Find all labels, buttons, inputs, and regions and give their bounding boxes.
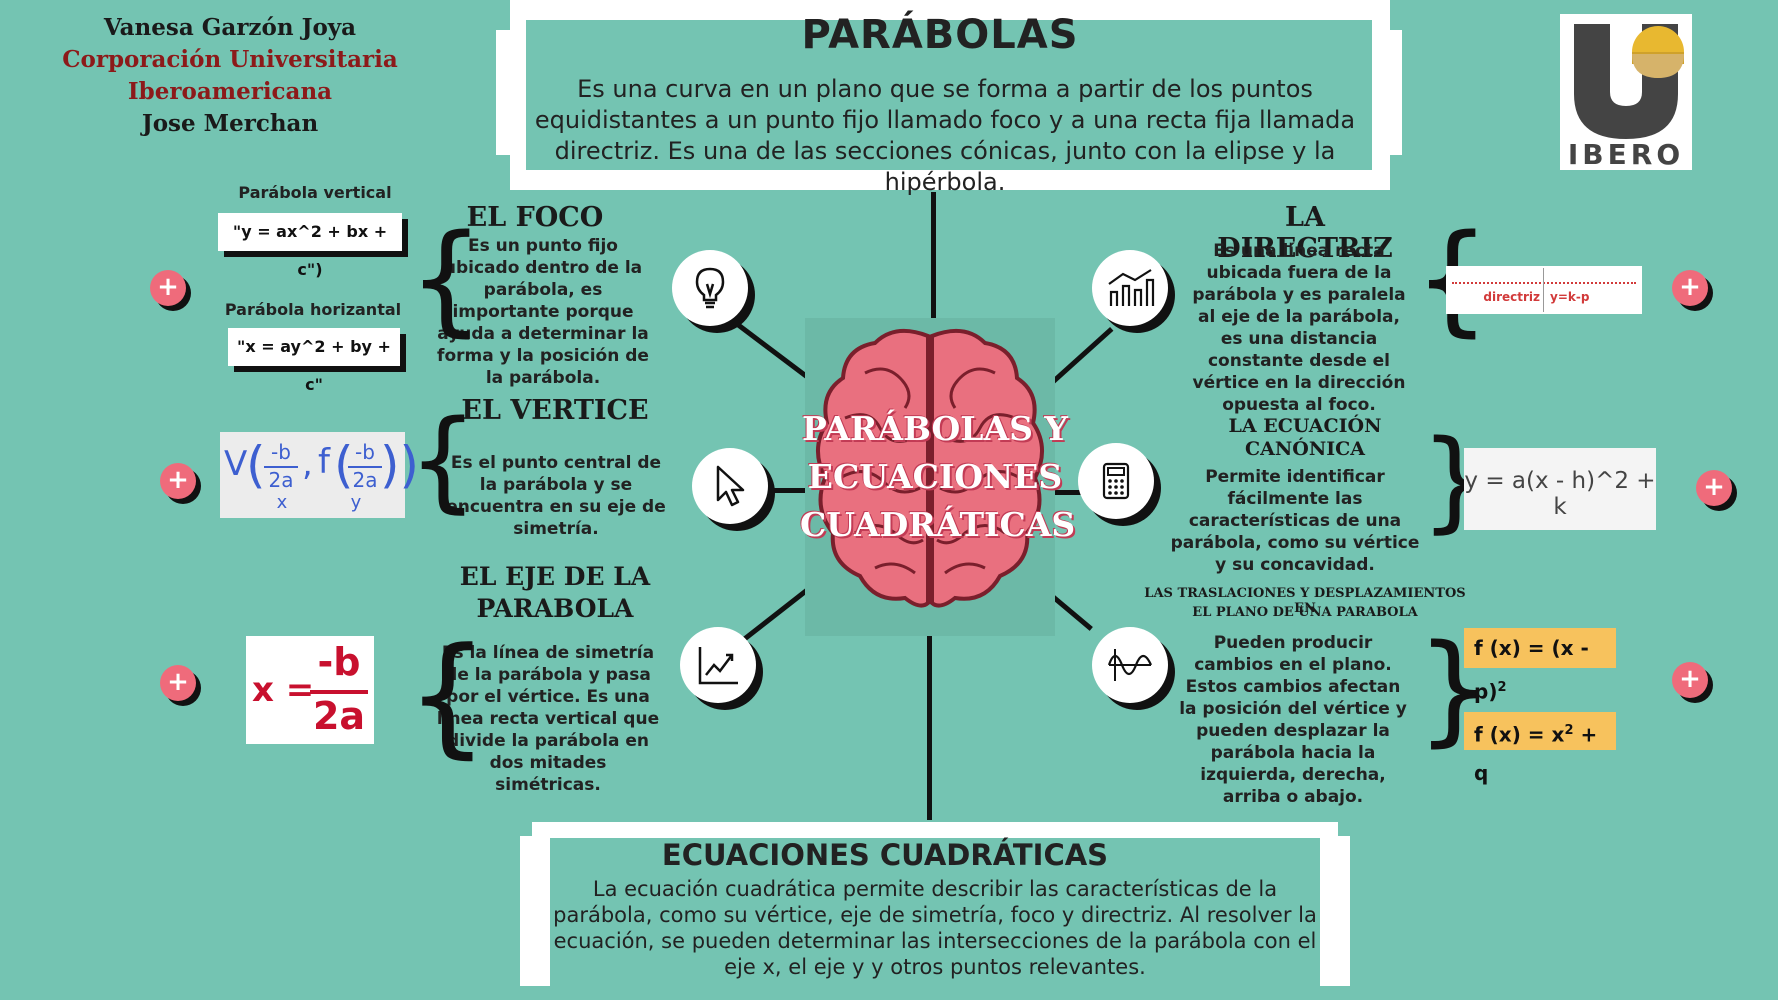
foco-brace: { (408, 210, 485, 349)
vertex-den2: 2a (352, 468, 378, 492)
expand-traslaciones-button[interactable]: + (1672, 662, 1708, 698)
vertice-heading: EL VERTICE (461, 395, 649, 426)
vertice-text: Es el punto central de la parábola y se … (446, 453, 666, 539)
vertex-num2: -b (355, 440, 375, 464)
bar-chart-icon (1108, 269, 1155, 306)
traslacion-formula-1: f (x) = (x - p)2 (1464, 628, 1616, 704)
vertex-formula-image: V ( -b 2a x , f ( -b 2a )) y (220, 432, 419, 518)
traslacion-formula-2: f (x) = x2 + q (1464, 712, 1616, 785)
vertice-icon-circle[interactable] (692, 448, 768, 524)
bottom-title: ECUACIONES CUADRÁTICAS (661, 838, 1109, 872)
traslacion-formula-2-text: f (x) = x (1474, 722, 1565, 747)
cursor-icon (716, 465, 745, 507)
teacher-name: Jose Merchan (141, 110, 319, 137)
traslaciones-icon-circle[interactable] (1092, 627, 1168, 703)
horizontal-label: Parábola horizantal (224, 300, 402, 319)
center-title: PARÁBOLAS Y ECUACIONES CUADRÁTICAS (800, 409, 1076, 544)
institution-line1: Corporación Universitaria (62, 46, 398, 73)
center-line-bottom (927, 630, 932, 820)
expand-eje-button[interactable]: + (160, 665, 196, 701)
traslaciones-heading-line2: EL PLANO DE UNA PARABOLA (1192, 605, 1418, 620)
eje-heading-line2: PARABOLA (476, 594, 634, 623)
institution-line2: Iberoamericana (127, 78, 333, 105)
eje-heading-line1: EL EJE DE LA (459, 562, 651, 591)
sine-wave-icon (1107, 649, 1153, 681)
expand-canonica-button[interactable]: + (1696, 470, 1732, 506)
directriz-heading: LA DIRECTRIZ (1217, 202, 1393, 264)
axis-formula-line (310, 690, 368, 694)
foco-text: Es un punto fijo ubicado dentro de la pa… (437, 236, 649, 388)
vertex-y: y (350, 492, 362, 513)
axis-formula-lhs: x = (252, 670, 315, 710)
directriz-table-divider (1543, 268, 1544, 312)
directriz-table: directriz y=k-p (1446, 266, 1642, 314)
intro-title: PARÁBOLAS (801, 12, 1079, 58)
vertex-paren-close: )) (380, 436, 420, 494)
trend-chart-icon (698, 647, 738, 685)
eje-text: Es la línea de simetría de la parábola y… (436, 643, 660, 795)
horizontal-formula: "x = ay^2 + by + c" (228, 328, 400, 394)
directriz-icon-circle[interactable] (1092, 250, 1168, 326)
directriz-col1: directriz (1483, 290, 1540, 304)
vertex-paren-open: ( (246, 436, 266, 494)
expand-directriz-button[interactable]: + (1672, 270, 1708, 306)
expand-vertice-button[interactable]: + (160, 463, 196, 499)
vertice-brace: { (408, 396, 478, 524)
center-line-top (931, 192, 936, 322)
eje-icon-circle[interactable] (680, 627, 756, 703)
axis-formula-image: x = -b 2a (246, 636, 374, 744)
vertex-x: x (276, 492, 288, 513)
brain-illustration (805, 318, 1055, 636)
vertical-label: Parábola vertical (238, 183, 392, 202)
directriz-table-line (1452, 282, 1636, 284)
canonica-formula-image: y = a(x - h)^2 + k (1464, 448, 1656, 530)
canonica-formula: y = a(x - h)^2 + k (1464, 468, 1656, 520)
vertex-comma: , (302, 444, 313, 484)
canonica-text: Permite identificar fácilmente las carac… (1170, 467, 1420, 575)
eje-brace: { (406, 619, 489, 771)
vertex-den1: 2a (268, 468, 294, 492)
traslaciones-heading-line1: LAS TRASLACIONES Y DESPLAZAMIENTOS EN (1144, 586, 1466, 616)
vertex-num1: -b (271, 440, 291, 464)
directriz-col2: y=k-p (1550, 290, 1590, 304)
author-block: Vanesa Garzón Joya Corporación Universit… (60, 12, 400, 140)
calculator-icon (1102, 462, 1130, 500)
vertex-v: V (224, 444, 248, 484)
ibero-logo: IBERO (1560, 14, 1692, 171)
bottom-text: La ecuación cuadrática permite describir… (553, 877, 1317, 979)
foco-heading: EL FOCO (466, 202, 604, 233)
canonica-heading-line2: CANÓNICA (1245, 438, 1365, 460)
logo-text: IBERO (1567, 138, 1685, 171)
axis-formula-den: 2a (312, 694, 366, 738)
axis-formula-num: -b (317, 640, 361, 684)
vertical-formula: "y = ax^2 + bx + c") (218, 213, 402, 279)
vertex-f: f (318, 442, 330, 482)
directriz-text: Es una línea recta ubicada fuera de la p… (1192, 241, 1406, 415)
traslacion-formula-2-sup: 2 (1564, 723, 1574, 738)
traslacion-formula-1-text: f (x) = (x - p) (1474, 636, 1589, 704)
vertex-fraction-line2 (348, 466, 382, 468)
vertex-paren-open2: ( (334, 436, 354, 494)
intro-text: Es una curva en un plano que se forma a … (534, 75, 1356, 196)
traslacion-formula-1-sup: 2 (1497, 680, 1507, 695)
lightbulb-icon (695, 267, 725, 309)
canonica-icon-circle[interactable] (1078, 443, 1154, 519)
expand-foco-button[interactable]: + (150, 270, 186, 306)
foco-icon-circle[interactable] (672, 250, 748, 326)
traslacion-formula-2-tail: + q (1474, 722, 1598, 785)
canonica-heading-line1: LA ECUACIÓN (1228, 415, 1382, 437)
traslaciones-text: Pueden producir cambios en el plano. Est… (1179, 633, 1407, 807)
author-name: Vanesa Garzón Joya (103, 14, 357, 41)
vertex-fraction-line1 (264, 466, 298, 468)
